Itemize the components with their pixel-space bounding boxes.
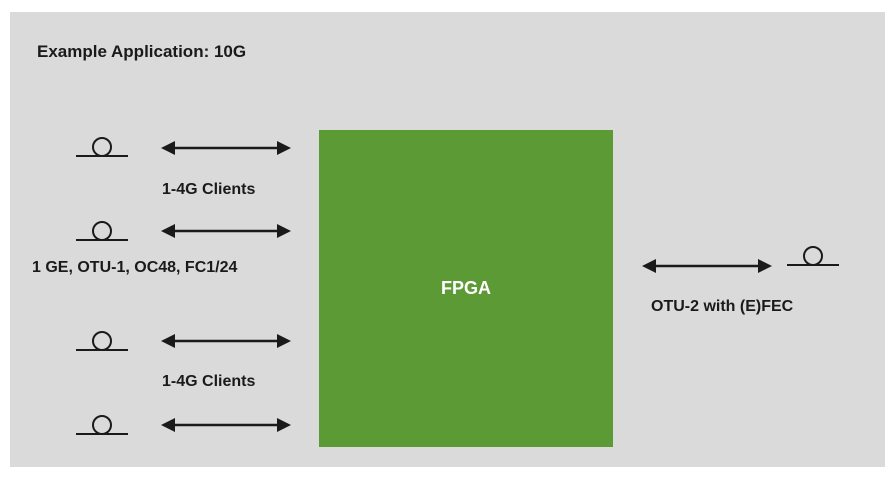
bidirectional-arrow-icon <box>640 257 774 275</box>
clients-bottom-label: 1-4G Clients <box>162 373 256 390</box>
bidirectional-arrow-icon <box>159 139 293 157</box>
fiber-port-icon <box>786 246 840 266</box>
bidirectional-arrow-icon <box>159 222 293 240</box>
fiber-port-icon <box>75 331 129 351</box>
fpga-label: FPGA <box>440 278 491 298</box>
bidirectional-arrow-icon <box>159 332 293 350</box>
fpga-block: FPGA <box>319 130 613 447</box>
clients-top-label: 1-4G Clients <box>162 181 256 198</box>
protocols-label: 1 GE, OTU-1, OC48, FC1/24 <box>32 259 238 276</box>
bidirectional-arrow-icon <box>159 416 293 434</box>
diagram-title: Example Application: 10G <box>37 42 247 61</box>
fiber-port-icon <box>75 415 129 435</box>
fiber-port-icon <box>75 137 129 157</box>
fiber-port-icon <box>75 221 129 241</box>
line-side-label: OTU-2 with (E)FEC <box>651 298 794 315</box>
